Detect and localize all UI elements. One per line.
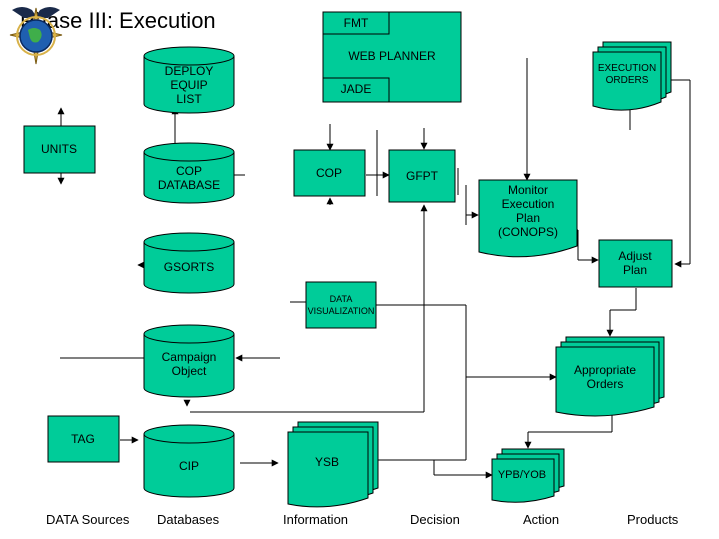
web-planner-label: WEB PLANNER xyxy=(348,49,436,63)
gfpt-node: GFPT xyxy=(388,149,456,203)
monitor-execution-plan-node: Monitor Execution Plan (CONOPS) xyxy=(478,179,578,258)
deploy-equip-list-line-3: LIST xyxy=(176,92,202,106)
column-label-decision: Decision xyxy=(410,512,460,527)
cip-label: CIP xyxy=(179,459,199,473)
column-label-action: Action xyxy=(523,512,560,527)
execution-orders-line-1: EXECUTION xyxy=(598,63,656,74)
deploy-equip-list-line-1: DEPLOY xyxy=(165,64,214,78)
web-planner-node: FMT WEB PLANNER JADE xyxy=(322,11,462,103)
monitor-plan-line-3: Plan xyxy=(516,211,540,225)
cop-database-node: COP DATABASE xyxy=(143,142,235,204)
appropriate-orders-node: Appropriate Orders xyxy=(555,336,665,417)
emblem-icon xyxy=(9,7,63,65)
ysb-label: YSB xyxy=(315,455,339,469)
monitor-plan-line-4: (CONOPS) xyxy=(498,225,558,239)
deploy-equip-list-line-2: EQUIP xyxy=(170,78,207,92)
appropriate-orders-line-2: Orders xyxy=(587,377,624,391)
cop-node: COP xyxy=(293,149,366,197)
jade-label: JADE xyxy=(341,82,372,96)
fmt-label: FMT xyxy=(344,16,369,30)
gsorts-node: GSORTS xyxy=(143,232,235,294)
tag-node: TAG xyxy=(47,415,120,463)
execution-orders-node: EXECUTION ORDERS xyxy=(592,41,672,111)
column-label-databases: Databases xyxy=(157,512,220,527)
units-node: UNITS xyxy=(23,125,96,174)
ypb-yob-node: YPB/YOB xyxy=(491,448,565,503)
monitor-plan-line-1: Monitor xyxy=(508,183,548,197)
data-visualization-line-2: VISUALIZATION xyxy=(308,306,375,316)
column-label-information: Information xyxy=(283,512,349,527)
cop-database-line-2: DATABASE xyxy=(158,178,220,192)
ysb-node: YSB xyxy=(287,421,379,508)
cop-label: COP xyxy=(316,166,342,180)
monitor-plan-line-2: Execution xyxy=(502,197,555,211)
execution-orders-line-2: ORDERS xyxy=(606,75,649,86)
deploy-equip-list-node: DEPLOY EQUIP LIST xyxy=(143,46,235,114)
adjust-plan-line-2: Plan xyxy=(623,263,647,277)
data-visualization-line-1: DATA xyxy=(330,294,353,304)
tag-label: TAG xyxy=(71,432,95,446)
gsorts-label: GSORTS xyxy=(164,260,214,274)
column-label-products: Products xyxy=(627,512,679,527)
campaign-object-node: Campaign Object xyxy=(143,324,235,398)
column-label-data-sources: DATA Sources xyxy=(46,512,130,527)
campaign-object-line-1: Campaign xyxy=(162,350,217,364)
adjust-plan-line-1: Adjust xyxy=(618,249,652,263)
campaign-object-line-2: Object xyxy=(172,364,207,378)
adjust-plan-node: Adjust Plan xyxy=(598,239,673,288)
data-visualization-node: DATA VISUALIZATION xyxy=(305,281,377,329)
units-label: UNITS xyxy=(41,142,77,156)
ypb-yob-label: YPB/YOB xyxy=(498,469,546,481)
cip-node: CIP xyxy=(143,424,235,498)
gfpt-label: GFPT xyxy=(406,169,439,183)
appropriate-orders-line-1: Appropriate xyxy=(574,363,636,377)
cop-database-line-1: COP xyxy=(176,164,202,178)
